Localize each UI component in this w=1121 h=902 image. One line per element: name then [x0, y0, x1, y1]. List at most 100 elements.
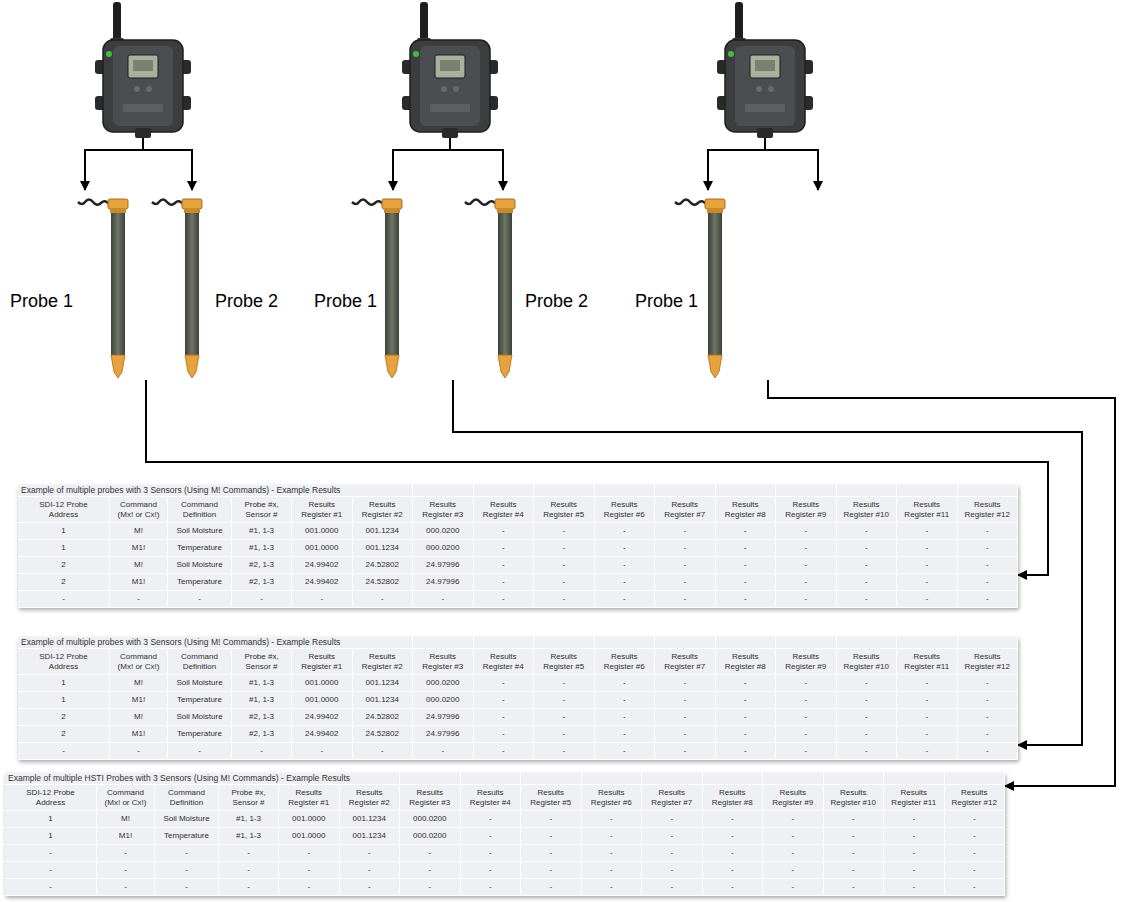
- table-cell: -: [655, 591, 715, 607]
- table-cell: 001.0000: [292, 523, 352, 539]
- table-cell: Temperature: [168, 692, 231, 708]
- table-cell: -: [461, 828, 521, 844]
- table-cell: -: [534, 726, 594, 742]
- table-cell: -: [521, 862, 581, 878]
- table-cell: -: [595, 675, 655, 691]
- table-header-cell: Command Definition: [168, 649, 231, 674]
- table-cell: M!: [110, 709, 167, 725]
- table-header-cell: Command Definition: [168, 497, 231, 522]
- table-blank-cell: [958, 637, 1018, 648]
- table-cell: -: [642, 828, 702, 844]
- table-blank-cell: [413, 637, 473, 648]
- table-cell: -: [534, 557, 594, 573]
- table-cell: 24.99402: [292, 574, 352, 590]
- results-table: Example of multiple probes with 3 Sensor…: [18, 637, 1018, 760]
- table-cell: -: [5, 845, 96, 861]
- table-cell: -: [534, 574, 594, 590]
- table-header-cell: Results Register #5: [521, 785, 581, 810]
- table-cell: #1, 1-3: [232, 540, 291, 556]
- branch-wire: [392, 138, 504, 150]
- table-cell: -: [716, 709, 776, 725]
- table-cell: -: [595, 692, 655, 708]
- table-header-cell: Results Register #7: [655, 497, 715, 522]
- table-header-cell: Command Definition: [155, 785, 218, 810]
- table-cell: 000.0200: [413, 540, 473, 556]
- table-cell: -: [534, 540, 594, 556]
- table-header-cell: Results Register #3: [400, 785, 460, 810]
- table-title: Example of multiple probes with 3 Sensor…: [21, 638, 340, 648]
- table-cell: -: [824, 828, 884, 844]
- table-header-cell: Results Register #4: [474, 497, 534, 522]
- table-header-cell: Results Register #5: [534, 497, 594, 522]
- table-cell: -: [776, 726, 836, 742]
- table-cell: -: [655, 692, 715, 708]
- table-cell: -: [474, 540, 534, 556]
- table-cell: -: [837, 726, 897, 742]
- table-blank-cell: [776, 485, 836, 496]
- table-cell: -: [763, 828, 823, 844]
- table-cell: -: [716, 540, 776, 556]
- probe-label: Probe 1: [635, 291, 698, 313]
- table-blank-cell: [824, 773, 884, 784]
- table-blank-cell: [595, 485, 655, 496]
- table-cell: -: [716, 743, 776, 759]
- table-cell: -: [232, 743, 291, 759]
- table-cell: -: [340, 862, 400, 878]
- table-cell: -: [97, 845, 154, 861]
- table-header-cell: Results Register #3: [413, 497, 473, 522]
- table-cell: 000.0200: [413, 523, 473, 539]
- table-cell: -: [474, 709, 534, 725]
- table-cell: #2, 1-3: [232, 709, 291, 725]
- table-header-cell: Command (Mx! or Cx!): [110, 497, 167, 522]
- table-cell: 000.0200: [413, 675, 473, 691]
- table-cell: -: [945, 879, 1005, 895]
- table-cell: 2: [18, 709, 109, 725]
- table-cell: -: [655, 743, 715, 759]
- table-cell: 2: [18, 557, 109, 573]
- table-blank-cell: [763, 773, 823, 784]
- table-cell: -: [897, 540, 957, 556]
- table-cell: 24.99402: [292, 726, 352, 742]
- table-cell: -: [958, 709, 1018, 725]
- table-cell: 24.52802: [353, 574, 413, 590]
- table-cell: -: [716, 574, 776, 590]
- table-cell: -: [884, 845, 944, 861]
- table-cell: -: [763, 845, 823, 861]
- table-blank-cell: [716, 637, 776, 648]
- table-cell: -: [655, 557, 715, 573]
- table-cell: -: [642, 845, 702, 861]
- table-cell: -: [958, 726, 1018, 742]
- table-cell: -: [776, 574, 836, 590]
- connector-arrow: [768, 380, 1115, 786]
- table-cell: -: [534, 709, 594, 725]
- table-cell: -: [703, 879, 763, 895]
- table-blank-cell: [413, 485, 473, 496]
- table-cell: Temperature: [168, 574, 231, 590]
- table-cell: -: [582, 828, 642, 844]
- table-cell: -: [897, 726, 957, 742]
- table-cell: -: [642, 879, 702, 895]
- table-cell: M1!: [110, 726, 167, 742]
- table-cell: -: [642, 811, 702, 827]
- table-header-cell: Results Register #12: [945, 785, 1005, 810]
- table-cell: -: [400, 879, 460, 895]
- table-cell: #2, 1-3: [232, 726, 291, 742]
- table-cell: 001.1234: [353, 523, 413, 539]
- table-cell: -: [945, 811, 1005, 827]
- table-header-cell: Results Register #1: [292, 497, 352, 522]
- table-cell: -: [897, 557, 957, 573]
- table-cell: -: [837, 523, 897, 539]
- table-cell: -: [776, 557, 836, 573]
- table-cell: -: [716, 523, 776, 539]
- table-cell: M1!: [110, 692, 167, 708]
- table-blank-cell: [655, 637, 715, 648]
- table-header-cell: Results Register #9: [763, 785, 823, 810]
- table-cell: -: [837, 743, 897, 759]
- table-cell: -: [655, 709, 715, 725]
- table-blank-cell: [655, 485, 715, 496]
- table-cell: -: [945, 862, 1005, 878]
- table-cell: #1, 1-3: [232, 675, 291, 691]
- table-cell: 001.0000: [292, 675, 352, 691]
- branch-arrow: [502, 150, 504, 190]
- table-header-cell: Command (Mx! or Cx!): [110, 649, 167, 674]
